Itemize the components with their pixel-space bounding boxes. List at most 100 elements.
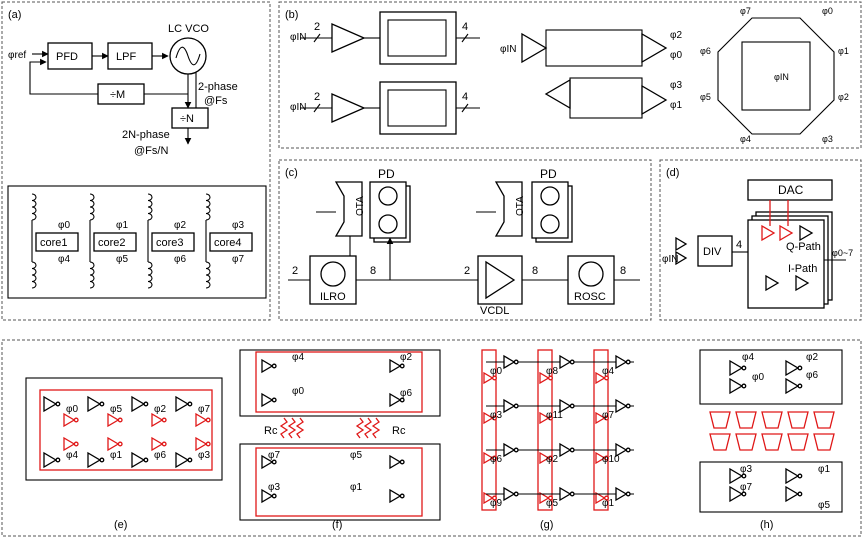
f-red-ring-top [255,351,423,413]
g-red-inverter [539,411,550,425]
g-inverter-bubble [625,359,631,365]
at-fsn-label: @Fs/N [134,145,168,157]
g-phase: φ2 [546,454,558,465]
f-inverter-bubble [399,363,405,369]
g-inverter-bubble [569,359,575,365]
g-inverter [615,354,628,370]
e-red-inverter-bubble [161,417,167,423]
h-red-block [735,411,757,429]
h-red-block [709,433,731,451]
f-resistor [287,417,297,439]
core-label: core3 [156,237,184,249]
g-red-inverter [483,371,494,385]
b-out-top-0: φ2 [670,30,682,41]
f-resistor [295,417,305,439]
core-inductor-top [147,193,153,221]
f-phase: φ4 [292,352,304,363]
div-n-label: ÷N [180,113,194,125]
core-bottom-phase: φ4 [58,254,70,265]
g-inverter [615,398,628,414]
f-inverter-bubble [399,493,405,499]
c-bus8-3: 8 [620,265,626,277]
div-m-label: ÷M [110,89,125,101]
g-phase: φ8 [546,366,558,377]
e-top-phase: φ5 [110,404,122,415]
panel-e-label: (e) [114,519,127,531]
e-inverter-top-bubble [143,401,149,407]
core-bottom-phase: φ5 [116,254,128,265]
g-red-inverter-bubble [604,415,609,421]
e-bottom-phase: φ4 [66,450,78,461]
dac-block [747,179,833,201]
d-bus4: 4 [736,239,742,251]
panel-a-label: (a) [8,9,21,21]
core-inductor-top [31,193,37,221]
e-red-inverter-bubble [205,441,211,447]
g-red-inverter-bubble [548,415,553,421]
h-inverter-bubble [797,473,803,479]
f-inverter [389,454,402,470]
core-label: core4 [214,237,242,249]
g-phase: φ3 [490,410,502,421]
e-red-inverter-bubble [117,441,123,447]
e-red-inverter-bubble [117,417,123,423]
g-inverter-bubble [513,359,519,365]
g-red-inverter-bubble [548,455,553,461]
g-inverter-bubble [513,447,519,453]
ring-phase: φ6 [700,46,711,56]
g-red-inverter-bubble [492,415,497,421]
c-bus2-1: 2 [292,265,298,277]
e-red-inverter [63,412,76,428]
h-inverter-bubble [797,491,803,497]
g-red-inverter [595,491,606,505]
e-inverter-top [87,395,102,413]
g-inverter [559,486,572,502]
c-ilro: ILRO [320,291,346,303]
f-inverter-bubble [399,397,405,403]
g-inverter-bubble [625,447,631,453]
lpf-label: LPF [116,51,136,63]
h-red-block [813,433,835,451]
d-out-label: φ0~7 [832,248,853,258]
panel-c-label: (c) [285,167,298,179]
g-red-inverter [483,451,494,465]
h-bottom-phase: φ5 [818,500,830,511]
g-inverter-bubble [569,447,575,453]
f-phase: φ0 [292,386,304,397]
core-block [151,232,195,252]
ring-phase: φ3 [822,134,833,144]
core-array-frame [7,185,267,299]
g-inverter-bubble [513,491,519,497]
panel-h-label: (h) [760,519,773,531]
panel-f-label: (f) [332,519,342,531]
pfd-block [47,42,93,70]
f-inverter-bubble [271,397,277,403]
g-red-inverter [539,371,550,385]
b-out-bottom-0: φ3 [670,80,682,91]
panel-b-label: (b) [285,9,298,21]
f-inverter [389,358,402,374]
ring-phase: φ7 [740,6,751,16]
h-inverter-bubble [797,365,803,371]
g-red-inverter-bubble [492,495,497,501]
core-top-phase: φ3 [232,220,244,231]
at-fs-label: @Fs [204,95,228,107]
panel-bottom-frame [1,339,862,537]
g-inverter-bubble [625,403,631,409]
c-bus2-2: 2 [464,265,470,277]
c-pd-2: PD [540,167,557,181]
c-left-loop: OTA PD ILRO 2 8 [288,167,480,305]
h-inverter-bubble [741,473,747,479]
b-in-label-1: φIN [290,32,306,43]
g-inverter-bubble [625,491,631,497]
c-ota-1: OTA [355,196,366,216]
div-block [697,235,733,267]
panel-g-label: (g) [540,519,553,531]
h-inverter [785,485,800,503]
f-inverter [261,488,274,504]
f-inverter [261,454,274,470]
